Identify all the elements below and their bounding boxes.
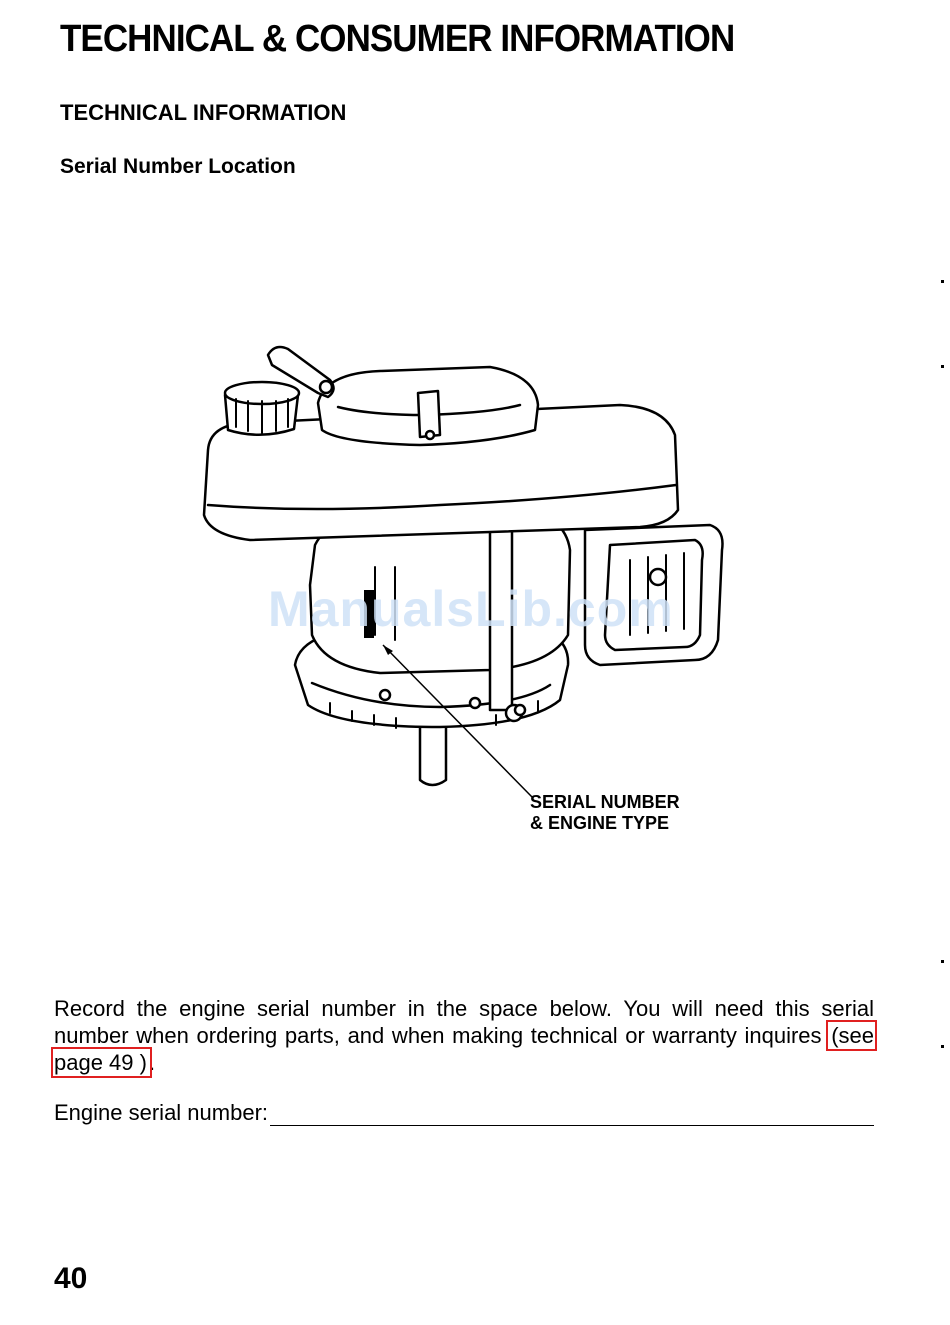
edge-mark xyxy=(941,960,944,963)
instructions-paragraph: Record the engine serial number in the s… xyxy=(51,995,877,1078)
edge-mark xyxy=(941,1045,944,1048)
callout-line-2: & ENGINE TYPE xyxy=(530,813,670,833)
paragraph-text: Record the engine serial number in the s… xyxy=(54,996,874,1048)
see-page-link[interactable]: (see page 49 ) xyxy=(51,1020,877,1078)
page-title: TECHNICAL & CONSUMER INFORMATION xyxy=(60,18,735,60)
edge-mark xyxy=(941,365,944,368)
paragraph-end: . xyxy=(148,1050,156,1075)
section-heading: TECHNICAL INFORMATION xyxy=(60,100,347,125)
watermark: ManualsLib.com xyxy=(268,581,674,637)
serial-number-row: Engine serial number: xyxy=(54,1100,874,1126)
page-number: 40 xyxy=(54,1262,88,1295)
subsection-heading: Serial Number Location xyxy=(60,155,296,178)
callout-line-1: SERIAL NUMBER xyxy=(530,792,680,812)
edge-mark xyxy=(941,280,944,283)
serial-number-blank xyxy=(270,1101,874,1126)
serial-number-label: Engine serial number: xyxy=(54,1100,269,1125)
engine-illustration xyxy=(190,335,750,845)
engine-drawing xyxy=(202,345,724,798)
serial-number-callout: SERIAL NUMBER & ENGINE TYPE xyxy=(530,792,680,834)
